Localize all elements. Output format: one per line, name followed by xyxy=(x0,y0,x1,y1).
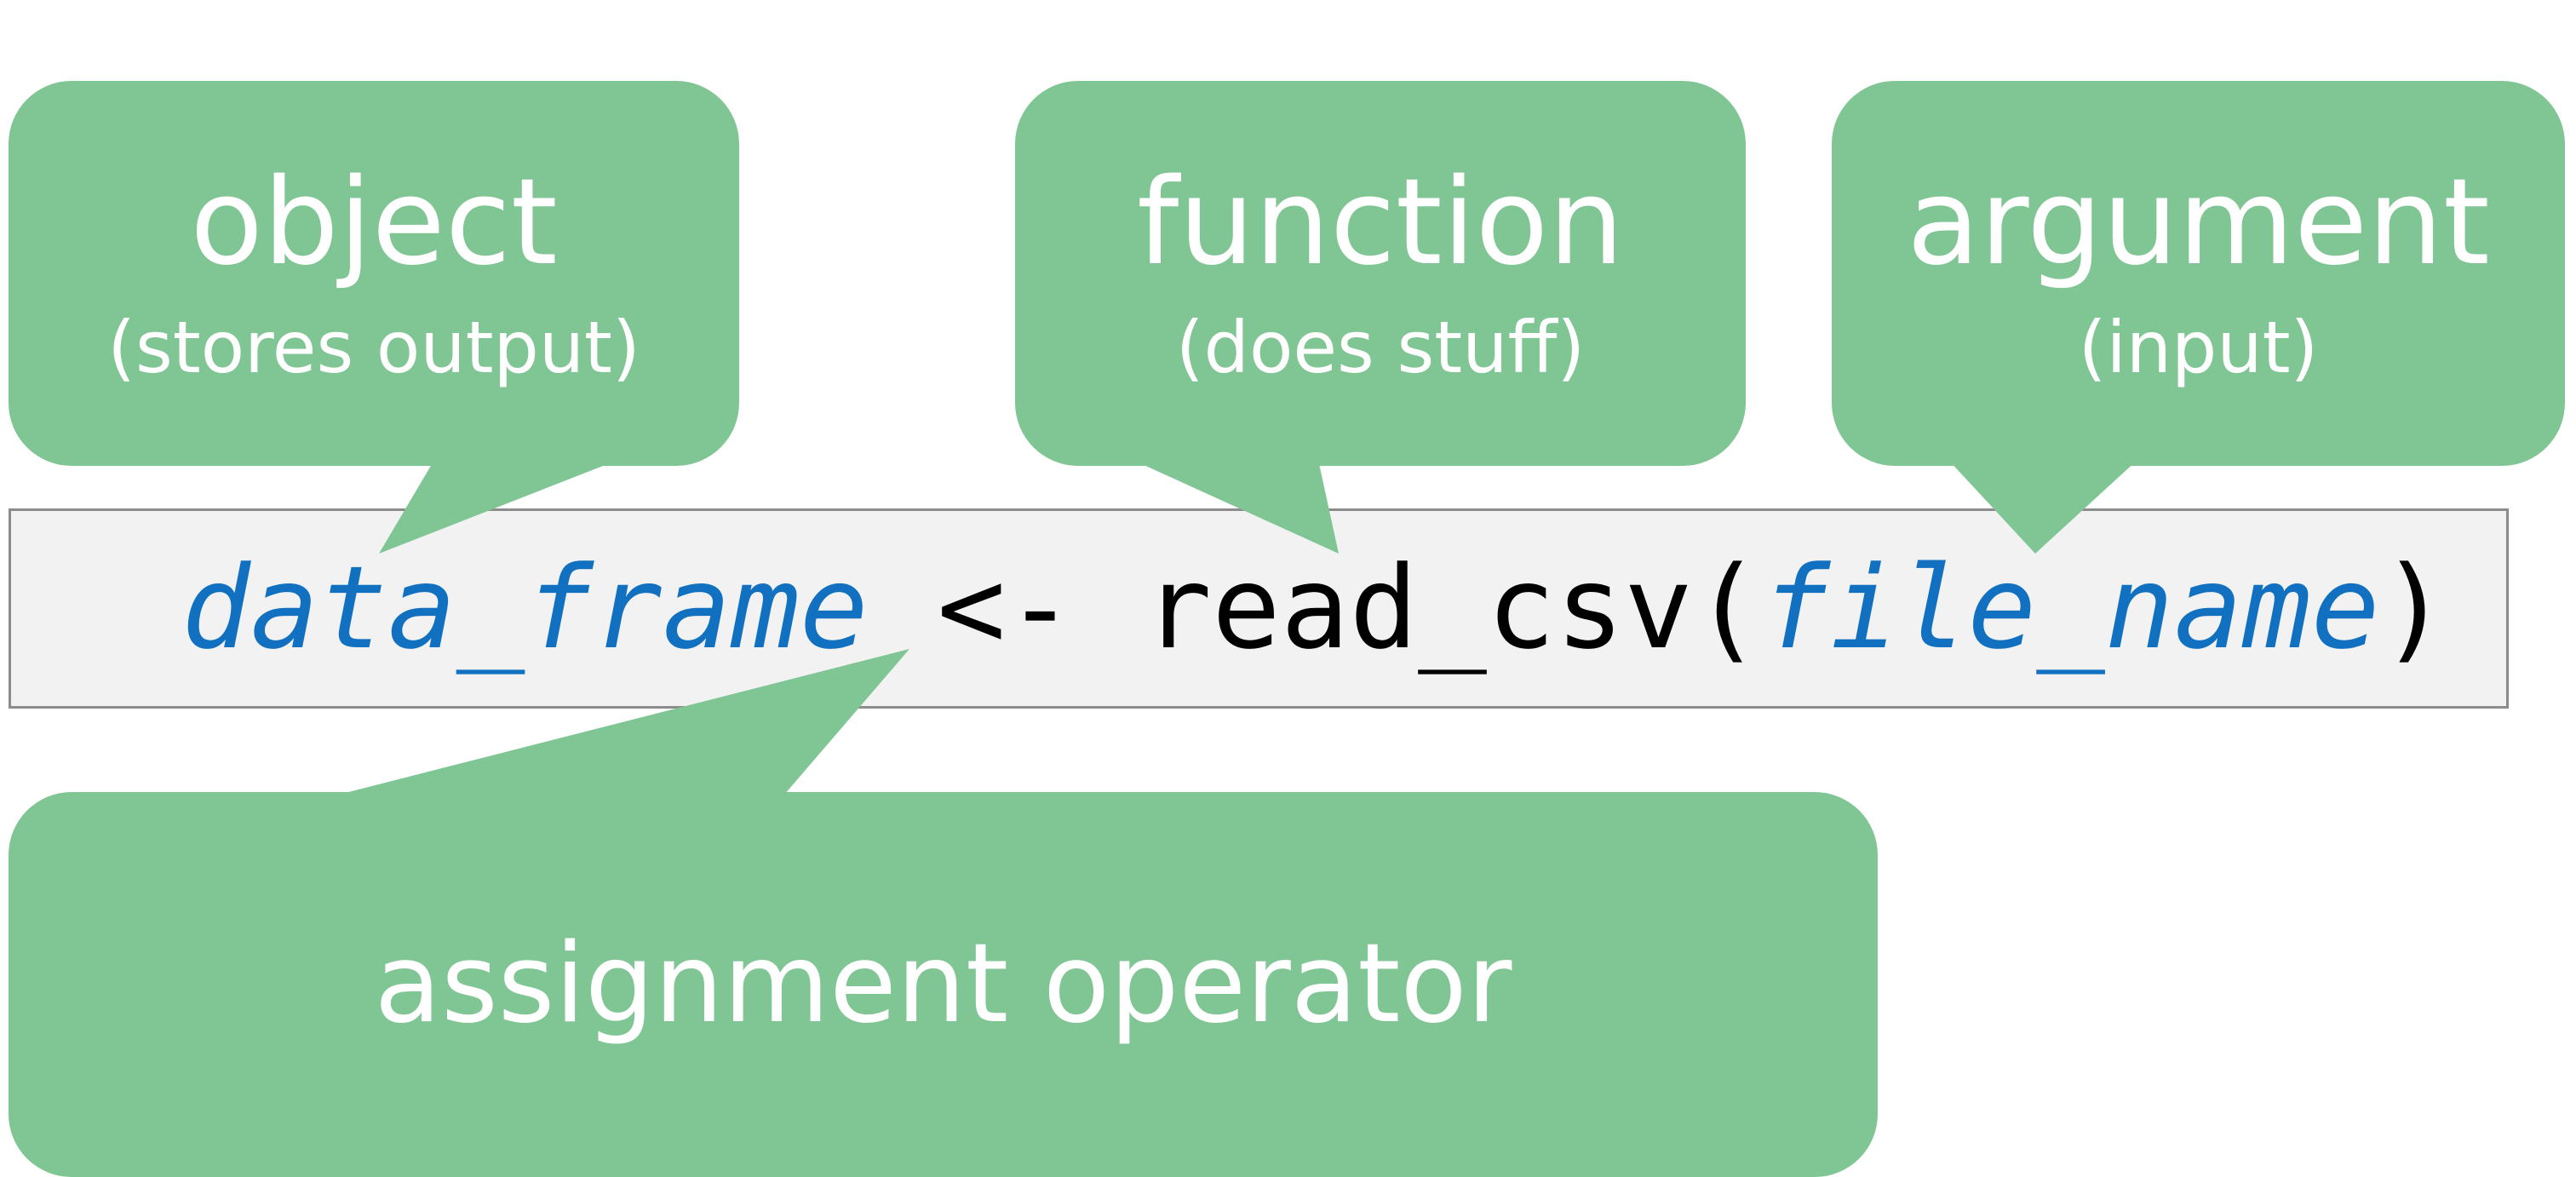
code-box: data_frame <- read_csv(file_name) xyxy=(9,508,2509,709)
assignment-callout: assignment operator xyxy=(9,792,1878,1177)
object-callout-title: object xyxy=(190,153,558,292)
argument-name: file_name xyxy=(1761,542,2380,675)
assignment-callout-title: assignment operator xyxy=(374,921,1512,1048)
object-name: data_frame xyxy=(181,542,869,675)
function-pointer xyxy=(1133,460,1339,554)
function-callout-title: function xyxy=(1137,153,1624,292)
argument-callout-subtitle: (input) xyxy=(2078,306,2319,389)
code-line: data_frame <- read_csv(file_name) xyxy=(181,511,2448,706)
close-paren: ) xyxy=(2379,542,2449,675)
argument-pointer xyxy=(1948,460,2137,554)
assignment-operator: <- xyxy=(937,542,1075,675)
object-pointer xyxy=(379,460,618,554)
object-callout: object (stores output) xyxy=(9,81,739,466)
open-paren: ( xyxy=(1692,542,1762,675)
function-callout-subtitle: (does stuff) xyxy=(1175,306,1586,389)
argument-callout: argument (input) xyxy=(1832,81,2565,466)
assignment-pointer xyxy=(315,649,909,801)
argument-callout-title: argument xyxy=(1907,153,2490,292)
function-callout: function (does stuff) xyxy=(1015,81,1746,466)
object-callout-subtitle: (stores output) xyxy=(107,306,640,389)
function-name: read_csv xyxy=(1143,542,1693,675)
